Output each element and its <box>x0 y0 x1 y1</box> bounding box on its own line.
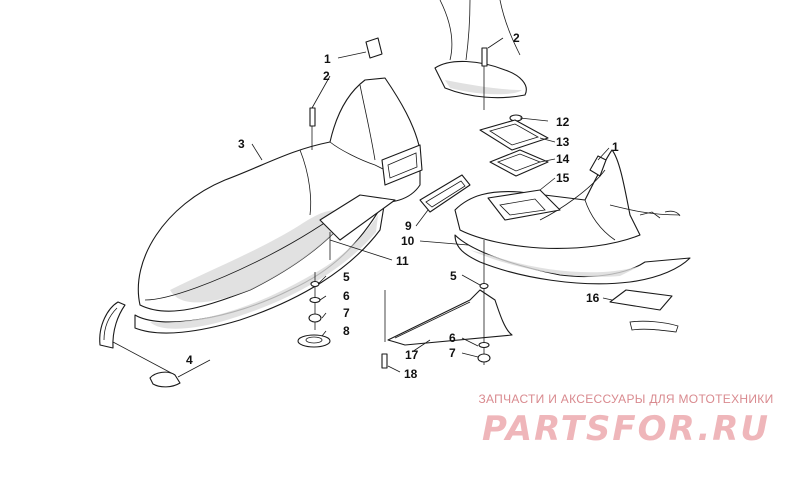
callout-4: 4 <box>186 353 193 367</box>
rivet-part-18 <box>381 353 388 369</box>
callout-1-left: 1 <box>324 52 331 66</box>
callout-7-left: 7 <box>343 306 350 320</box>
support-bracket-part-11 <box>319 194 396 260</box>
bracket-arm-part-17 <box>384 289 513 346</box>
screw-part-2-right <box>481 47 488 110</box>
grommet-part-1-left <box>365 37 383 59</box>
callout-12: 12 <box>556 115 570 129</box>
callout-6-left: 6 <box>343 289 350 303</box>
callout-10: 10 <box>401 234 415 248</box>
callout-7-right: 7 <box>449 346 456 360</box>
hardware-stack-right <box>477 240 491 365</box>
callout-11: 11 <box>396 254 409 268</box>
screw-part-2-left <box>309 107 316 150</box>
callout-5-left: 5 <box>343 270 350 284</box>
duct-seal-part-9 <box>419 174 471 213</box>
callout-1-right: 1 <box>612 140 619 154</box>
callout-labels: 1 2 3 4 5 6 7 8 9 10 11 12 13 14 15 1 2 … <box>186 31 619 381</box>
watermark-tagline: ЗАПЧАСТИ И АКСЕССУАРЫ ДЛЯ МОТОТЕХНИКИ <box>478 392 774 406</box>
leader-lines <box>177 37 613 378</box>
watermark-brand-logo: PARTSFOR.RU <box>481 409 771 449</box>
grommet-part-1-right <box>589 155 607 177</box>
front-bumper-loop <box>99 301 181 388</box>
nose-pan-part-3 <box>134 77 423 334</box>
callout-14: 14 <box>556 152 570 166</box>
callout-3: 3 <box>238 137 245 151</box>
callout-13: 13 <box>556 135 570 149</box>
callout-2-right: 2 <box>513 31 520 45</box>
lower-pan-part-10-15 <box>454 149 691 285</box>
hardware-stack-left <box>297 272 331 348</box>
callout-6-right: 6 <box>449 331 456 345</box>
callout-9: 9 <box>405 219 412 233</box>
callout-5-right: 5 <box>450 269 457 283</box>
skid-plate-part-16 <box>609 289 679 333</box>
callout-2-left: 2 <box>323 69 330 83</box>
callout-17: 17 <box>405 348 419 362</box>
callout-15: 15 <box>556 171 570 185</box>
seal-part-14 <box>489 149 549 177</box>
watermark: ЗАПЧАСТИ И АКСЕССУАРЫ ДЛЯ МОТОТЕХНИКИ PA… <box>466 392 786 448</box>
steering-frame <box>434 0 527 99</box>
callout-16: 16 <box>586 291 600 305</box>
callout-18: 18 <box>404 367 418 381</box>
callout-8: 8 <box>343 324 350 338</box>
gasket-part-13 <box>479 119 549 151</box>
